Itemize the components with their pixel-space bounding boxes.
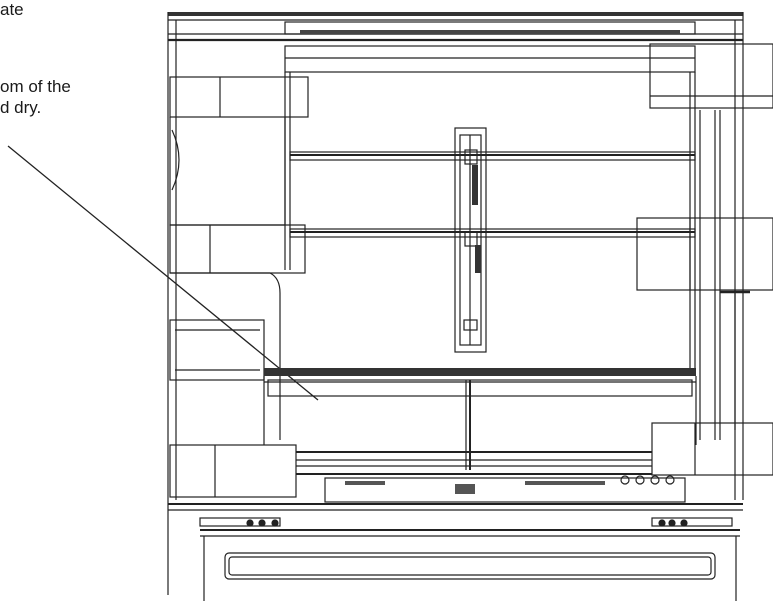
instruction-text-line-2: om of the — [0, 77, 71, 96]
crisper-shelf — [263, 368, 697, 470]
instruction-text-line-3: d dry. — [0, 98, 42, 117]
callout-leader-line — [7, 145, 319, 401]
shelf-rods — [289, 151, 696, 238]
interior-walls — [284, 72, 721, 440]
freezer-drawer — [200, 529, 740, 601]
right-door-bins — [636, 43, 773, 476]
instruction-text-line-1: ate — [0, 0, 24, 19]
lower-rail — [296, 451, 686, 503]
bottom-trim — [168, 503, 743, 527]
left-door-bins — [169, 76, 309, 498]
center-divider — [454, 127, 487, 353]
cabinet-frame — [167, 12, 744, 595]
